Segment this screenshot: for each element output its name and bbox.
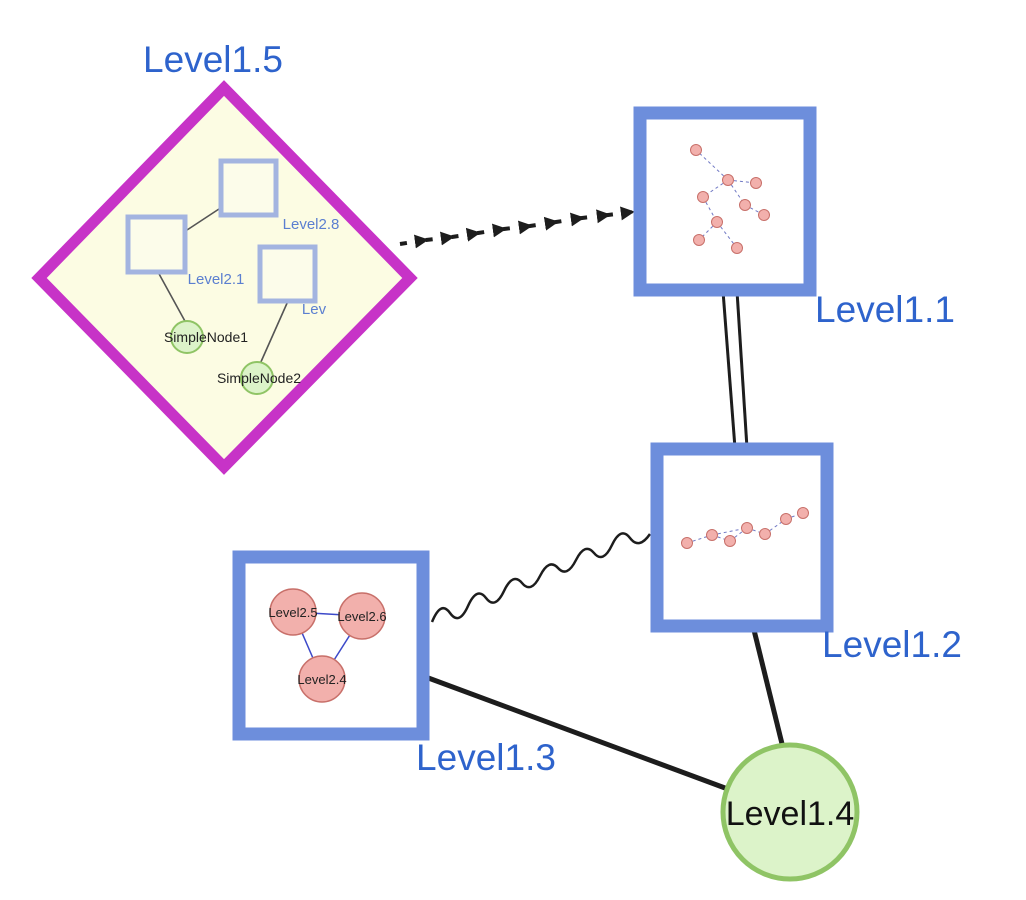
graph-dot[interactable] [750,177,762,189]
node-label-simplenode2: SimpleNode2 [217,370,301,386]
circle-node-level14: Level1.4 [720,742,860,882]
node-level28[interactable] [218,158,279,218]
node-label-level13: Level1.3 [416,737,556,778]
group-node-level13: Level2.5 Level2.6 Level2.4 Level1.3 [232,550,556,778]
graph-dot[interactable] [711,216,723,228]
node-level13[interactable] [232,550,430,741]
edge-level11-level12-double-a[interactable] [721,290,737,449]
group-node-level12: Level1.2 [650,442,962,665]
node-simplenode1[interactable] [170,320,204,354]
graph-dot[interactable] [722,174,734,186]
node-label-level12: Level1.2 [822,624,962,665]
graph-dot[interactable] [731,242,743,254]
node-label-simplenode1: SimpleNode1 [164,329,248,345]
level12-mini-graph [681,507,809,549]
graph-dot[interactable] [758,209,770,221]
node-label-level24: Level2.4 [297,672,346,687]
group-node-level11: Level1.1 [633,106,955,330]
graph-dot[interactable] [741,522,753,534]
graph-dot[interactable] [797,507,809,519]
level11-mini-graph [690,144,770,254]
edges-layer [399,206,789,801]
node-level11[interactable] [633,106,817,297]
node-level12[interactable] [650,442,834,633]
node-label-level11: Level1.1 [815,289,955,330]
group-node-level15: Level1.5 Level2.8 Level2.1 Lev SimpleNod… [31,39,418,475]
node-label-level15: Level1.5 [143,39,283,80]
graph-dot[interactable] [706,529,718,541]
edge-level12-level14[interactable] [750,625,789,761]
node-level25[interactable] [269,588,317,636]
node-level26[interactable] [338,592,386,640]
graph-dot[interactable] [693,234,705,246]
graph-dot[interactable] [697,191,709,203]
node-level21[interactable] [125,214,188,275]
edge-lev-simplenode2[interactable] [259,300,289,365]
node-label-level28: Level2.8 [283,216,340,233]
edge-level21-level28[interactable] [183,206,223,233]
node-label-level25: Level2.5 [268,605,317,620]
node-lev-truncated[interactable] [257,244,318,304]
graph-dot[interactable] [739,199,751,211]
graph-dot[interactable] [681,537,693,549]
graph-dot[interactable] [724,535,736,547]
level13-mini-graph: Level2.5 Level2.6 Level2.4 [268,588,387,703]
node-label-level21: Level2.1 [188,271,245,288]
node-label-level26: Level2.6 [337,609,386,624]
graph-dot[interactable] [690,144,702,156]
graph-dot[interactable] [780,513,792,525]
edge-level13-level14[interactable] [422,673,753,801]
edge-level21-simplenode1[interactable] [157,271,187,324]
node-simplenode2[interactable] [240,361,274,395]
node-level14[interactable] [720,742,860,882]
node-level24[interactable] [298,655,346,703]
edge-level15-level11-dashed-arrow[interactable] [399,206,635,249]
diamond-node-shape[interactable] [31,80,418,475]
node-label-level14: Level1.4 [726,795,855,833]
edge-level13-level12-wavy[interactable] [430,532,652,623]
graph-dot[interactable] [759,528,771,540]
node-label-lev-truncated: Lev [302,301,327,318]
edge-level11-level12-double-b[interactable] [735,290,749,449]
